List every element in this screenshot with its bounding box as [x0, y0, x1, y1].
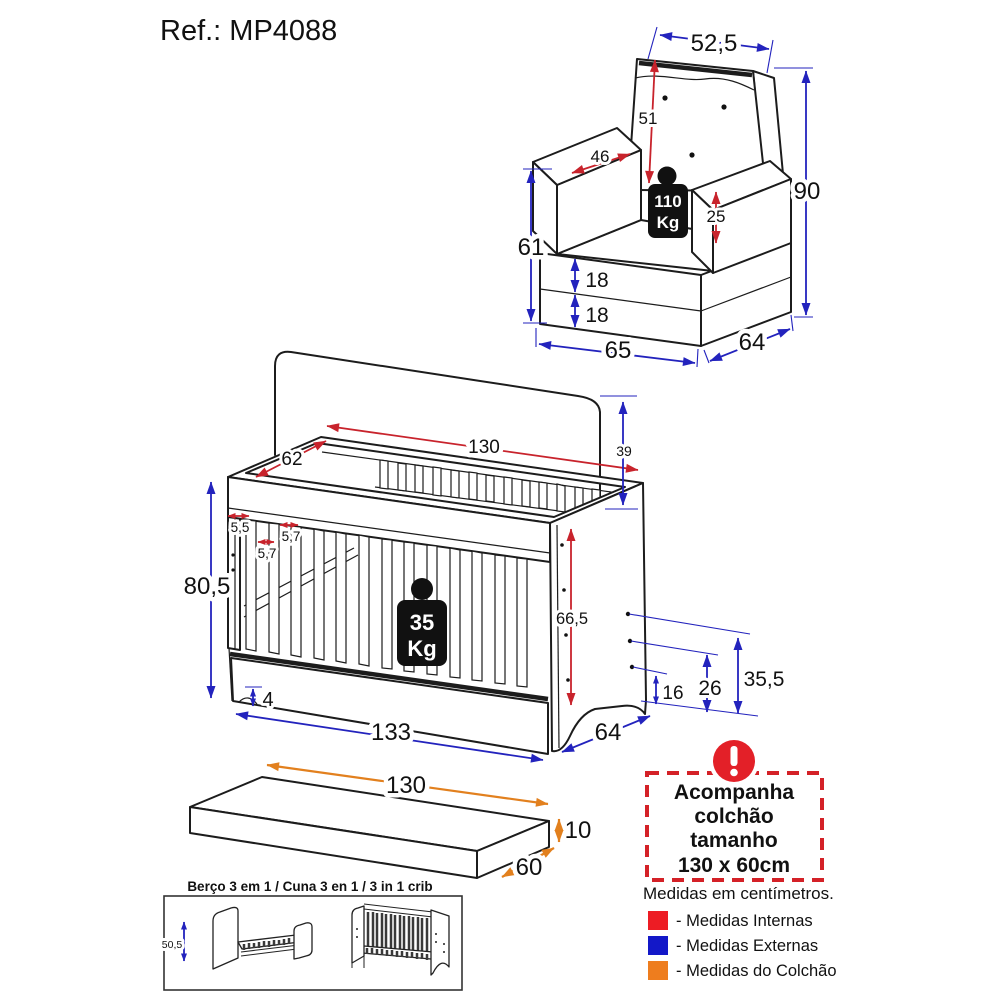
toddler-bed-sketch: 50,5 — [159, 906, 313, 970]
dim-total-depth: 64 — [703, 314, 794, 364]
svg-text:62: 62 — [281, 449, 302, 470]
svg-text:5,5: 5,5 — [231, 520, 250, 535]
dim-slat-gap3: 5,7 — [255, 539, 279, 564]
dim-foot-clearance: 4 — [245, 686, 277, 714]
svg-text:10: 10 — [565, 817, 592, 844]
dim-armrest-depth: 46 — [571, 144, 631, 174]
svg-text:46: 46 — [591, 147, 610, 166]
svg-text:65: 65 — [605, 337, 632, 364]
svg-text:18: 18 — [585, 304, 608, 327]
legend-label-mattress: - Medidas do Colchão — [676, 962, 837, 980]
svg-text:39: 39 — [616, 443, 632, 459]
svg-text:5,7: 5,7 — [282, 529, 301, 544]
dim-back-cushion-height: 51 — [636, 59, 660, 184]
dim-front-height: 80,5 — [179, 481, 235, 699]
variants-title: Berço 3 em 1 / Cuna 3 en 1 / 3 in 1 crib — [187, 879, 432, 894]
crib-dimensions: 130 62 39 5,5 5,7 5,7 — [179, 395, 787, 763]
dim-inner-width: 62 — [255, 440, 327, 478]
svg-text:25: 25 — [707, 207, 726, 226]
notice-line3: tamanho — [690, 829, 778, 852]
dim-mattress-width: 60 — [501, 847, 555, 886]
svg-text:52,5: 52,5 — [691, 30, 738, 57]
svg-text:51: 51 — [639, 109, 658, 128]
warning-icon — [709, 736, 759, 786]
notice-mattress-size: 130 x 60cm — [678, 854, 790, 877]
weight-unit: Kg — [657, 213, 680, 232]
legend-swatch-internal — [648, 911, 668, 930]
dim-base-side-height: 61 — [513, 168, 552, 324]
legend-item-mattress: - Medidas do Colchão — [648, 961, 837, 980]
dim-inner-length: 130 — [326, 423, 639, 473]
svg-text:4: 4 — [262, 689, 273, 711]
svg-text:130: 130 — [386, 772, 426, 799]
dim-hole-mid: 26 — [695, 654, 725, 713]
armchair-dimensions: 52,5 51 46 25 61 18 — [513, 26, 825, 369]
svg-text:80,5: 80,5 — [184, 573, 231, 600]
mattress-drawing — [189, 776, 550, 879]
dim-toddler-bed-height: 50,5 — [159, 921, 187, 962]
legend-item-external: - Medidas Externas — [648, 936, 818, 955]
notice-box: Acompanha colchão tamanho 130 x 60cm — [645, 736, 824, 882]
svg-text:66,5: 66,5 — [556, 610, 588, 628]
dim-armrest-height: 25 — [704, 191, 728, 244]
legend-swatch-external — [648, 936, 668, 955]
crib-diagram: 35 Kg 130 62 39 5,5 — [179, 350, 787, 763]
svg-text:133: 133 — [371, 719, 411, 746]
dim-total-height: 90 — [774, 67, 825, 318]
legend-label-internal: - Medidas Internas — [676, 912, 813, 930]
dim-slat-gap1: 5,5 — [227, 513, 252, 538]
dim-hole-low: 16 — [653, 675, 687, 707]
crib-mode-sketch — [351, 903, 450, 976]
dim-inner-height: 66,5 — [553, 528, 591, 706]
svg-text:26: 26 — [698, 677, 721, 700]
armchair-diagram: 110 Kg 52,5 51 46 25 — [513, 26, 825, 369]
svg-text:60: 60 — [516, 854, 543, 881]
weight-badge-armchair: 110 Kg — [648, 166, 688, 238]
armchair-drawing — [532, 58, 792, 347]
dim-top-width: 52,5 — [647, 26, 774, 74]
svg-text:90: 90 — [794, 178, 821, 205]
svg-text:61: 61 — [518, 234, 545, 261]
dim-total-depth: 64 — [561, 715, 651, 753]
svg-text:130: 130 — [468, 437, 500, 458]
svg-text:64: 64 — [739, 329, 766, 356]
legend-units-note: Medidas em centímetros. — [643, 884, 834, 903]
dim-total-width: 65 — [535, 328, 699, 369]
dim-mattress-thickness: 10 — [554, 814, 594, 847]
page-title: Ref.: MP4088 — [160, 15, 337, 47]
dim-hole-top: 35,5 — [733, 637, 787, 714]
legend-swatch-mattress — [648, 961, 668, 980]
hole-extension-lines — [628, 613, 759, 717]
variants-panel: Berço 3 em 1 / Cuna 3 en 1 / 3 in 1 crib… — [159, 879, 463, 991]
weight-value: 35 — [410, 610, 434, 635]
weight-value: 110 — [654, 192, 681, 211]
svg-text:50,5: 50,5 — [162, 939, 183, 951]
dim-headboard-rise: 39 — [600, 395, 638, 510]
dim-base-lower: 18 — [570, 294, 612, 330]
svg-text:35,5: 35,5 — [744, 668, 785, 691]
legend-item-internal: - Medidas Internas — [648, 911, 813, 930]
notice-line2: colchão — [694, 805, 773, 828]
dim-mattress-length: 130 — [266, 762, 549, 807]
svg-text:64: 64 — [595, 719, 622, 746]
legend: Medidas em centímetros. - Medidas Intern… — [643, 884, 837, 980]
dim-slat-gap2: 5,7 — [279, 522, 303, 547]
svg-text:18: 18 — [585, 269, 608, 292]
svg-text:16: 16 — [662, 683, 683, 704]
weight-badge-crib: 35 Kg — [397, 578, 447, 666]
dim-base-upper: 18 — [570, 258, 612, 295]
weight-unit: Kg — [407, 636, 436, 661]
dim-total-length: 133 — [235, 711, 544, 763]
notice-line1: Acompanha — [674, 781, 795, 804]
crib-drawing — [227, 350, 647, 755]
legend-label-external: - Medidas Externas — [676, 937, 818, 955]
mattress-diagram: 130 10 60 — [189, 762, 594, 886]
svg-text:5,7: 5,7 — [258, 546, 277, 561]
